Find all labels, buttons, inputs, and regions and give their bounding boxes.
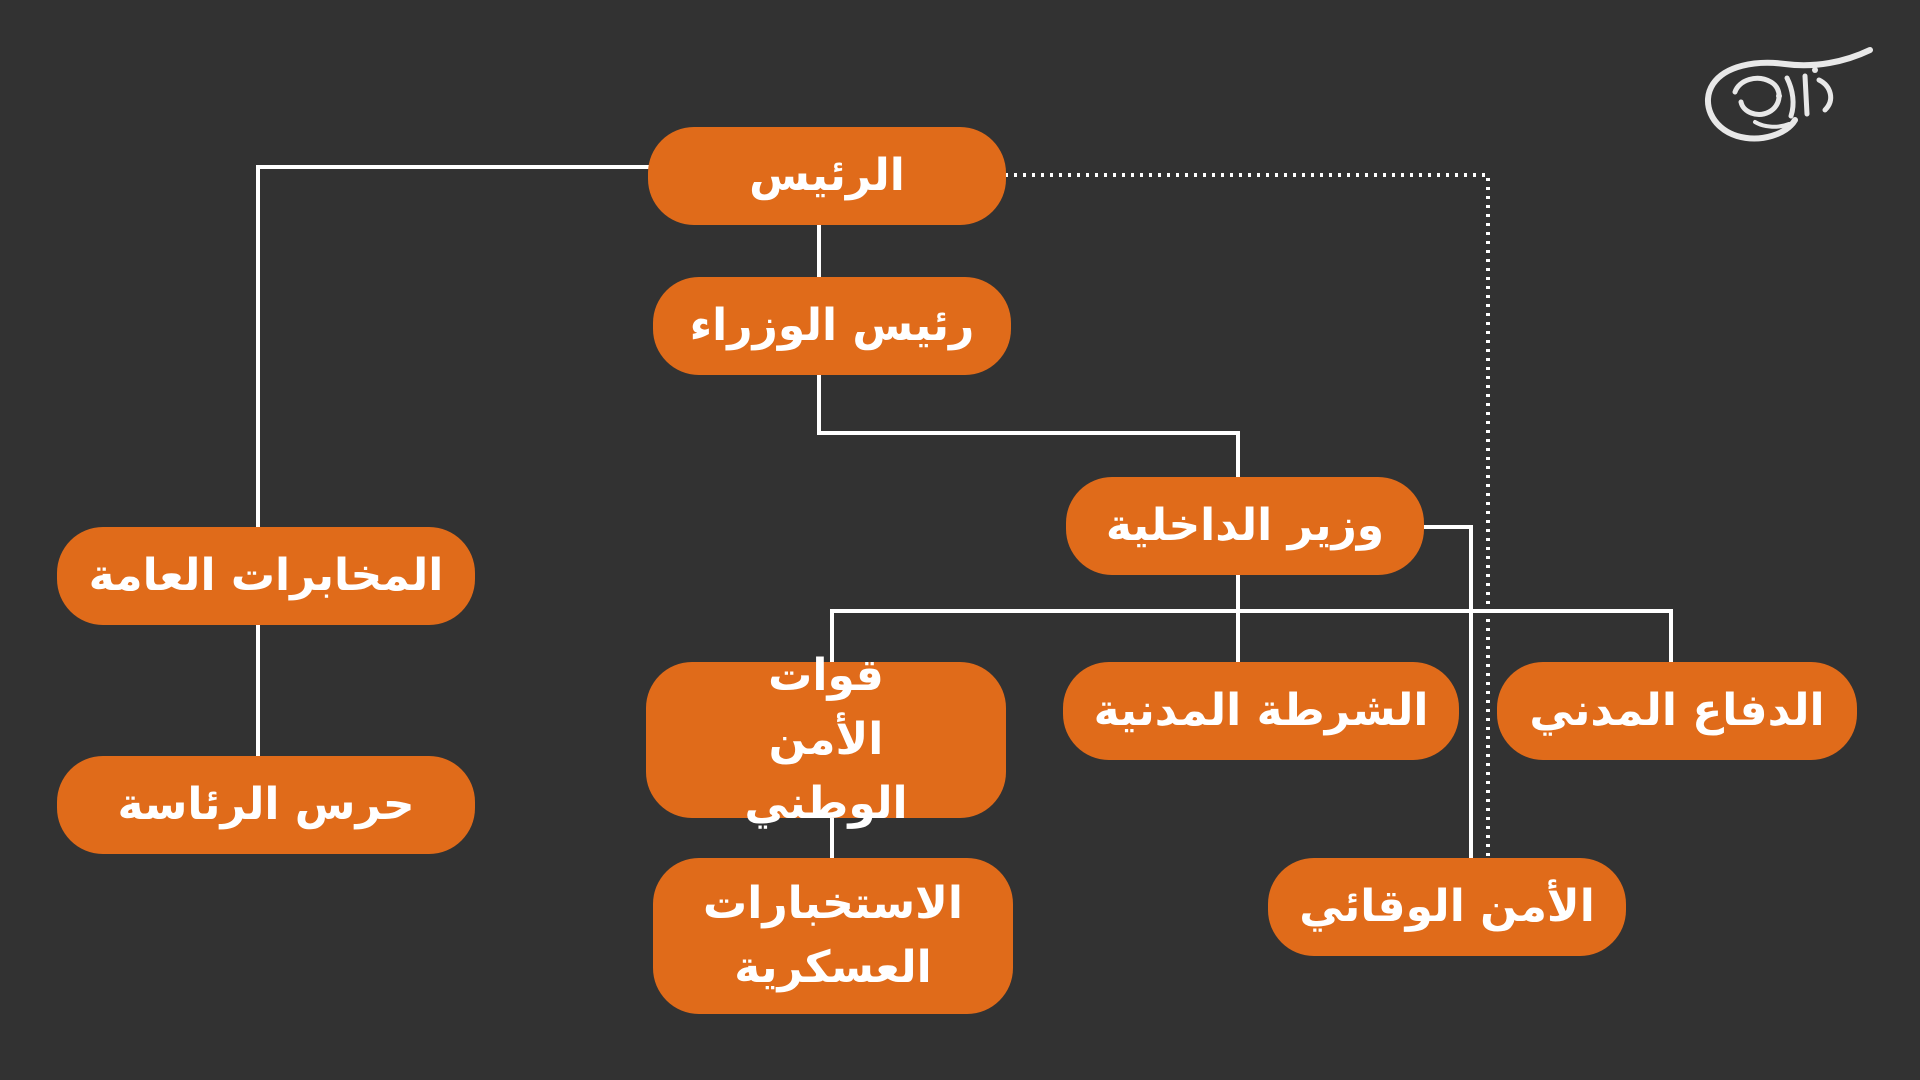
node-general-intelligence: المخابرات العامة — [57, 527, 475, 625]
node-national-security-forces: قوات الأمن الوطني — [646, 650, 1006, 829]
node-civil-police-label: الشرطة المدنية — [1093, 685, 1429, 736]
node-military-intelligence: الاستخبارات العسكرية — [653, 858, 1013, 1014]
node-civil-defense-label: الدفاع المدني — [1529, 685, 1825, 736]
node-president: الرئيس — [648, 127, 1006, 225]
calligraphy-logo-icon — [1705, 47, 1873, 142]
link-president-general-intelligence — [256, 165, 650, 532]
node-national-security-forces-label: قوات الأمن الوطني — [744, 650, 908, 829]
node-prime-minister-label: رئيس الوزراء — [689, 300, 975, 351]
branch-bar — [830, 609, 1673, 665]
node-presidential-guard: حرس الرئاسة — [57, 756, 475, 854]
node-preventive-security: الأمن الوقائي — [1268, 858, 1626, 956]
node-interior-minister: وزير الداخلية — [1066, 477, 1424, 575]
node-preventive-security-label: الأمن الوقائي — [1299, 881, 1595, 932]
node-general-intelligence-label: المخابرات العامة — [88, 550, 444, 601]
node-civil-defense: الدفاع المدني — [1497, 662, 1857, 760]
node-prime-minister: رئيس الوزراء — [653, 277, 1011, 375]
link-prime-minister-interior-minister — [817, 372, 1240, 480]
node-civil-police: الشرطة المدنية — [1063, 662, 1459, 760]
link-interior-minister-preventive-security — [1422, 525, 1473, 860]
node-president-label: الرئيس — [749, 150, 905, 201]
node-interior-minister-label: وزير الداخلية — [1105, 500, 1385, 551]
node-presidential-guard-label: حرس الرئاسة — [117, 779, 415, 830]
node-military-intelligence-label: الاستخبارات العسكرية — [703, 878, 963, 993]
